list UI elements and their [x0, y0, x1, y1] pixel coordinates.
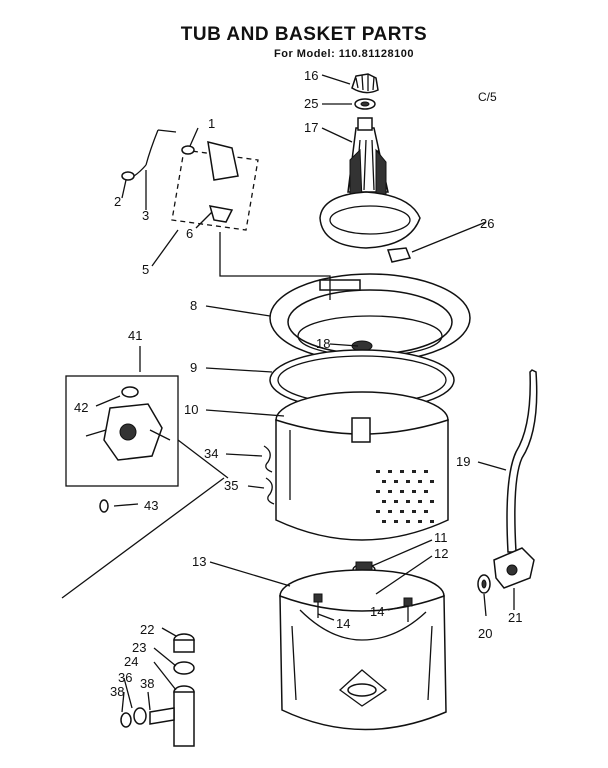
- callout-23: 23: [132, 640, 146, 655]
- basket-hole: [388, 470, 392, 473]
- basket-hole: [376, 490, 380, 493]
- callout-14-left: 14: [336, 616, 350, 631]
- basket-hole: [430, 480, 434, 483]
- callout-21: 21: [508, 610, 522, 625]
- basket-hole: [382, 520, 386, 523]
- tub-bolt-part: [313, 593, 413, 622]
- basket-hole: [400, 470, 404, 473]
- callout-22: 22: [140, 622, 154, 637]
- basket-hole: [406, 500, 410, 503]
- pump-assembly: [61, 375, 229, 599]
- drain-outlet-parts: [120, 633, 195, 747]
- basket-hole: [418, 500, 422, 503]
- agitator-seal-part: [354, 98, 376, 110]
- basket-hole: [388, 490, 392, 493]
- basket-hole: [382, 500, 386, 503]
- basket-hole: [400, 490, 404, 493]
- callout-10: 10: [184, 402, 198, 417]
- basket-hole: [382, 480, 386, 483]
- callout-36: 36: [118, 670, 132, 685]
- agitator-block-part: [386, 247, 412, 263]
- tub-ring-part: [269, 273, 471, 363]
- basket-hole: [394, 500, 398, 503]
- basket-hole: [394, 520, 398, 523]
- callout-38-left: 38: [110, 684, 124, 699]
- basket-hole: [388, 510, 392, 513]
- basket-part: [275, 391, 449, 541]
- callout-35: 35: [224, 478, 238, 493]
- callout-19: 19: [456, 454, 470, 469]
- callout-20: 20: [478, 626, 492, 641]
- callout-6: 6: [186, 226, 193, 241]
- callout-24: 24: [124, 654, 138, 669]
- callout-43: 43: [144, 498, 158, 513]
- leader-lines: [95, 74, 515, 713]
- basket-hole: [424, 490, 428, 493]
- basket-hole: [376, 470, 380, 473]
- callout-13: 13: [192, 554, 206, 569]
- model-number: For Model: 110.81128100: [274, 48, 414, 60]
- basket-hole: [424, 510, 428, 513]
- callout-14-right: 14: [370, 604, 384, 619]
- callout-5: 5: [142, 262, 149, 277]
- callout-25: 25: [304, 96, 318, 111]
- callout-16: 16: [304, 68, 318, 83]
- basket-hole: [406, 520, 410, 523]
- basket-hole: [418, 520, 422, 523]
- basket-hole: [376, 510, 380, 513]
- callout-1: 1: [208, 116, 215, 131]
- callout-2: 2: [114, 194, 121, 209]
- basket-hole: [400, 510, 404, 513]
- basket-hole: [406, 480, 410, 483]
- callout-17: 17: [304, 120, 318, 135]
- agitator-part: [319, 117, 421, 249]
- page-title: TUB AND BASKET PARTS: [180, 24, 428, 45]
- callout-8: 8: [190, 298, 197, 313]
- basket-hole: [412, 470, 416, 473]
- basket-hole: [424, 470, 428, 473]
- basket-hole: [412, 510, 416, 513]
- basket-clip-part: [263, 445, 275, 505]
- basket-hole: [394, 480, 398, 483]
- callout-11: 11: [434, 530, 448, 545]
- callout-41: 41: [128, 328, 142, 343]
- callout-12: 12: [434, 546, 448, 561]
- drain-hose-part: [506, 369, 538, 553]
- callout-34: 34: [204, 446, 218, 461]
- callout-26: 26: [480, 216, 494, 231]
- hose-fitting-part: [493, 547, 535, 589]
- basket-hole: [430, 500, 434, 503]
- tub-gasket-part: [269, 349, 455, 411]
- callout-labels: 1 2 3 5 6 8 9 10 11 12 13 14 14 16 17 18…: [74, 68, 522, 699]
- page-code: C/5: [478, 90, 497, 104]
- basket-hole: [430, 520, 434, 523]
- basket-hole: [418, 480, 422, 483]
- callout-3: 3: [142, 208, 149, 223]
- callout-18: 18: [316, 336, 330, 351]
- callout-9: 9: [190, 360, 197, 375]
- agitator-cap-part: [351, 73, 379, 94]
- callout-38-right: 38: [140, 676, 154, 691]
- lid-switch-assembly: [121, 129, 331, 300]
- callout-42: 42: [74, 400, 88, 415]
- basket-hole: [412, 490, 416, 493]
- hose-washer-part: [477, 574, 491, 594]
- outer-tub-part: [279, 569, 447, 731]
